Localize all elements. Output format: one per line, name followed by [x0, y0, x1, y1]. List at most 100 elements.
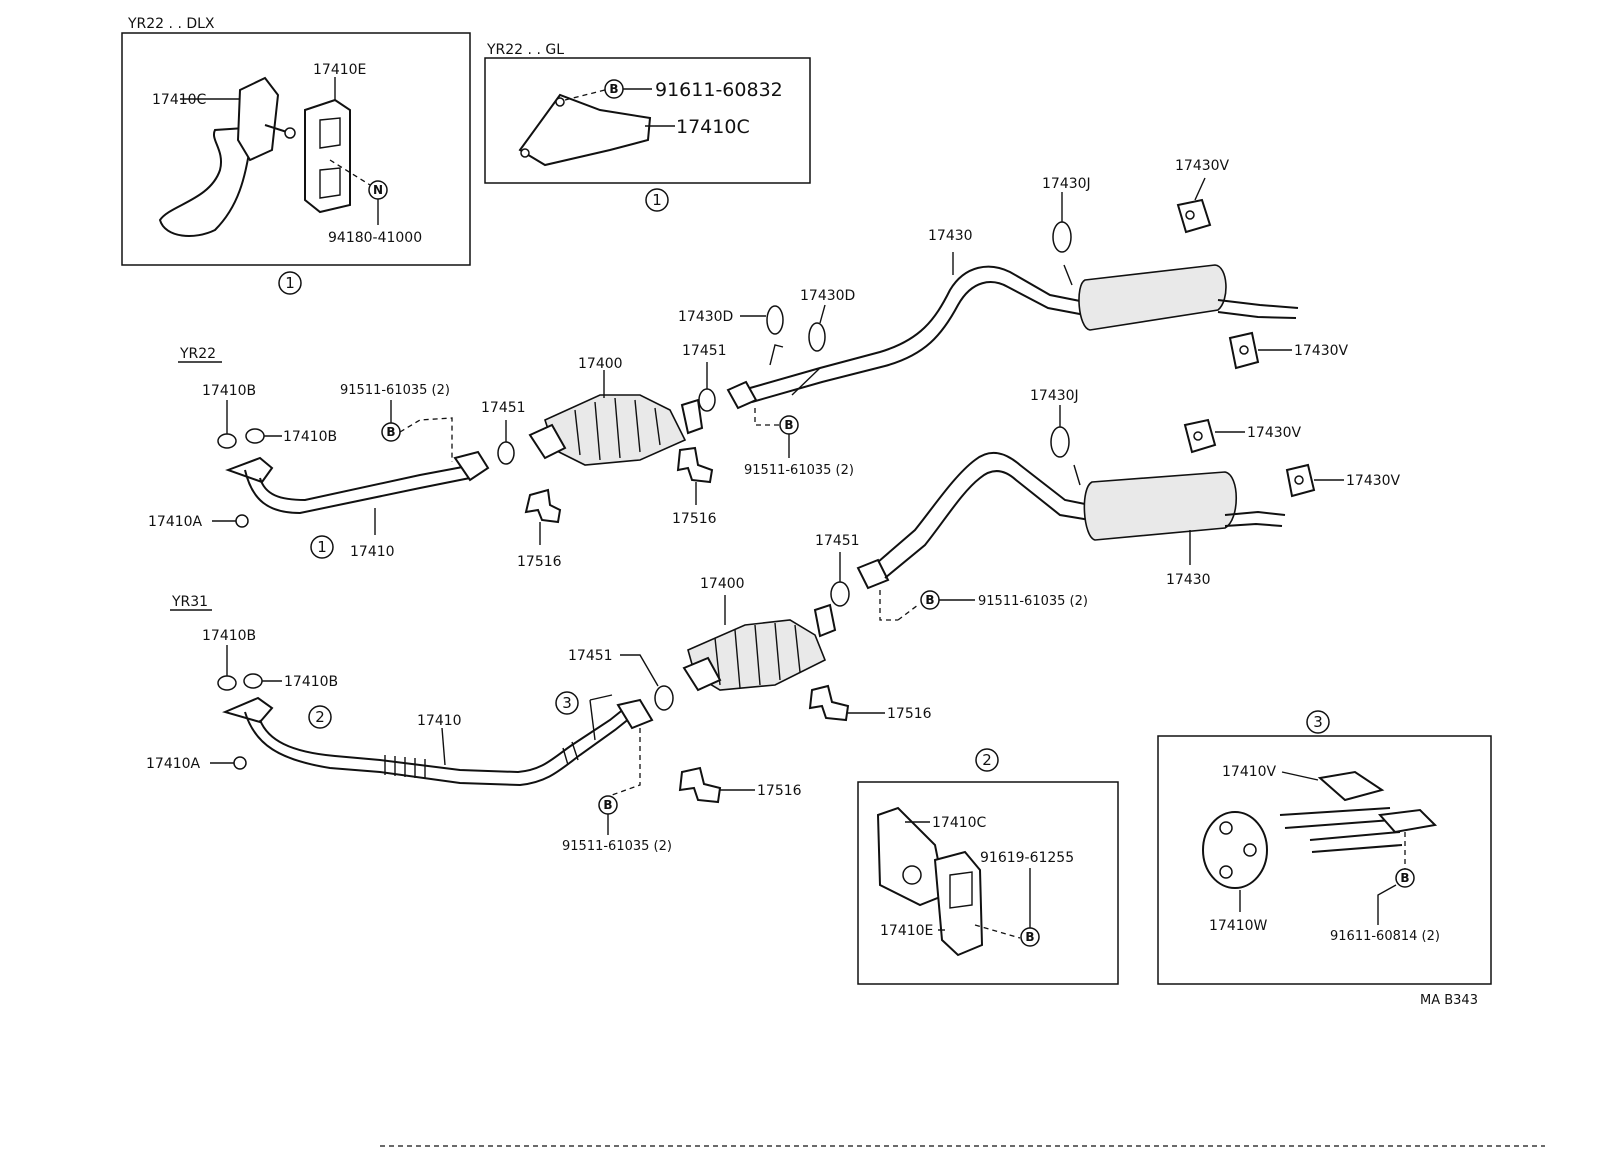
- label-17430-yr31: 17430: [1166, 572, 1211, 588]
- callout-b-yr22-center-text: B: [784, 418, 793, 432]
- tailpipe-top-yr22: [1217, 299, 1299, 309]
- label-17400-yr31: 17400: [700, 576, 745, 592]
- label-17516-yr31-a: 17516: [887, 706, 932, 722]
- label-17410a-yr31: 17410A: [146, 756, 201, 772]
- callout-b-detail-2-text: B: [1025, 930, 1034, 944]
- converter-17400-yr22: [544, 394, 687, 466]
- pipe-flange-front: [225, 456, 274, 484]
- tailpipe-bottom-yr31: [1224, 522, 1283, 527]
- dash-n: [329, 159, 371, 186]
- gasket-17451-c: [654, 685, 674, 711]
- gasket-17430j-b: [1050, 426, 1070, 458]
- callout-2-yr31: [308, 705, 332, 729]
- hole-b: [520, 148, 530, 158]
- flex-joint-yr31: [384, 755, 426, 779]
- variant-label-yr22-gl: YR22 . . GL: [486, 42, 564, 58]
- center-pipe-top: [749, 265, 1086, 389]
- callout-3-yr31-text: 3: [562, 694, 572, 712]
- gasket-17451-a: [497, 441, 515, 465]
- label-17516-yr22-a: 17516: [517, 554, 562, 570]
- rubber-hole-c: [1219, 865, 1233, 879]
- label-17410e-detail: 17410E: [880, 923, 933, 939]
- pipe-flange-rear: [453, 450, 490, 482]
- tailpipe-top-yr31: [1224, 510, 1286, 516]
- variant-label-yr31: YR31: [171, 594, 208, 610]
- label-17516-yr22-b: 17516: [672, 511, 717, 527]
- rubber-hole-a: [1219, 821, 1233, 835]
- leader-17430d-b: [819, 304, 826, 324]
- hanger-17430v-d-hole: [1294, 475, 1304, 485]
- pipe-hook: [769, 344, 784, 366]
- label-17430v-b: 17430V: [1294, 343, 1349, 359]
- callout-n-text: N: [373, 183, 383, 197]
- assembly-yr31: YR31 17410B 17410B 17410A 2 17410 3 B 91…: [146, 388, 1401, 854]
- label-17410-yr22: 17410: [350, 544, 395, 560]
- bracket-17516-yr31-b: [678, 766, 722, 804]
- hanger-17410e: [304, 98, 351, 214]
- hanger-slot-detail: [949, 871, 973, 909]
- label-91619-61255: 91619-61255: [980, 850, 1074, 866]
- callout-b-detail-3: [1395, 868, 1415, 888]
- converter-inlet-flange: [528, 423, 567, 460]
- hanger-rod-yr31: [589, 694, 613, 741]
- callout-1-gl: [645, 188, 669, 212]
- hanger-17410e-detail: [933, 850, 984, 957]
- label-17430-yr22: 17430: [928, 228, 973, 244]
- callout-b-yr31-text: B: [603, 798, 612, 812]
- nut-17410a-yr31: [233, 756, 247, 770]
- bracket-17516-yr22-a: [524, 488, 562, 524]
- muffler-hook-yr22: [1063, 264, 1073, 286]
- gasket-17451-b: [698, 388, 716, 412]
- front-pipe-bottom-yr31: [259, 707, 626, 774]
- label-17451-b: 17451: [682, 343, 727, 359]
- label-17430v-a: 17430V: [1175, 158, 1230, 174]
- callout-b-gl-text: B: [609, 82, 618, 96]
- label-17410v: 17410V: [1222, 764, 1277, 780]
- label-17430v-d: 17430V: [1346, 473, 1401, 489]
- label-17430d-b: 17430D: [800, 288, 855, 304]
- variant-label-yr22: YR22: [179, 346, 216, 362]
- hanger-17410v-rods-a: [1279, 807, 1393, 829]
- dash-b-gl: [564, 89, 606, 101]
- label-91511-yr22-front: 91511-61035 (2): [340, 383, 450, 398]
- callout-1-dlx: [278, 271, 302, 295]
- hanger-17410v-plate: [1317, 770, 1385, 802]
- label-91611-60832: 91611-60832: [655, 79, 783, 101]
- callout-1-dlx-text: 1: [285, 274, 295, 292]
- variant-label-yr22-dlx: YR22 . . DLX: [127, 16, 215, 32]
- front-pipe-top-yr31: [244, 711, 631, 787]
- callout-b-yr31-center-text: B: [925, 593, 934, 607]
- pipe-flange-front-yr31: [222, 696, 274, 724]
- leader-91611-814: [1377, 884, 1397, 925]
- bracket-17410c: [158, 126, 252, 237]
- muffler-hook-yr31: [1073, 464, 1081, 486]
- inset-frame-2: [857, 781, 1119, 985]
- label-17410b-yr22-b: 17410B: [283, 429, 337, 445]
- callout-3-detail: [1306, 710, 1330, 734]
- callout-2-detail: [975, 748, 999, 772]
- inset-frame-gl: [484, 57, 811, 184]
- inset-yr22-dlx: YR22 . . DLX 17410C 17410E N 94180-41000…: [121, 16, 471, 295]
- callout-b-detail-2: [1020, 927, 1040, 947]
- bracket-17516-yr22-b: [676, 446, 714, 484]
- converter-outlet-flange: [680, 398, 704, 435]
- label-17430v-c: 17430V: [1247, 425, 1302, 441]
- hanger-17430v-b-hole: [1239, 345, 1249, 355]
- hanger-17430v-c-hole: [1193, 431, 1203, 441]
- label-91511-yr31-center: 91511-61035 (2): [978, 594, 1088, 609]
- label-17430j-b: 17430J: [1030, 388, 1079, 404]
- bracket-plate: [236, 76, 280, 162]
- bracket-hole-detail: [902, 865, 922, 885]
- callout-1-gl-text: 1: [652, 191, 662, 209]
- label-17410c-gl: 17410C: [676, 116, 750, 138]
- label-94180-41000: 94180-41000: [328, 230, 422, 246]
- converter-ribs-yr22: [574, 397, 661, 461]
- gasket-17430d-a: [766, 305, 784, 335]
- hole-a: [555, 97, 565, 107]
- center-pipe-flange-yr31: [856, 558, 890, 590]
- hanger-17410v-rods-b: [1309, 831, 1403, 853]
- callout-3-yr31: [555, 691, 579, 715]
- leader-17410-yr31: [441, 727, 446, 766]
- center-pipe-flange: [726, 380, 758, 410]
- callout-2-detail-text: 2: [982, 751, 992, 769]
